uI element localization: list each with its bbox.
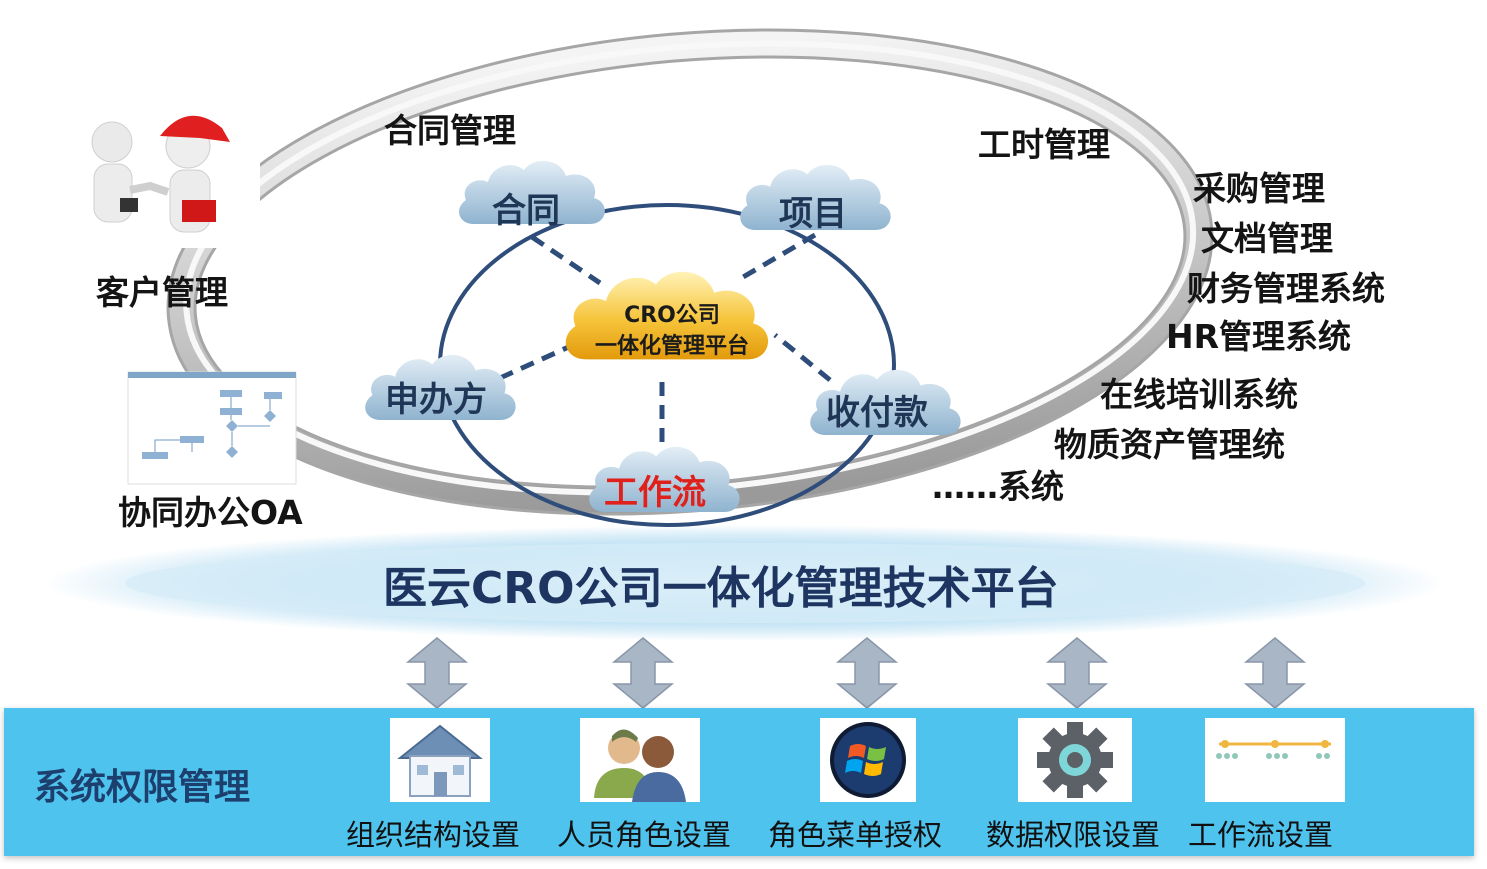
menu-auth-tile[interactable] [820,718,916,802]
system-item: 采购管理 [1193,169,1325,208]
gear-icon [1037,722,1113,798]
center-cloud-line2: 一体化管理平台 [594,334,749,359]
label-oa: 协同办公OA [118,493,303,532]
workflow-timeline-icon [1216,740,1331,759]
workflow-settings-label: 工作流设置 [1188,818,1334,852]
menu-auth-label: 角色菜单授权 [768,818,943,852]
connectors [498,232,832,448]
data-permission-label: 数据权限设置 [986,818,1161,852]
user-role-label: 人员角色设置 [557,818,732,852]
arrows [405,637,1307,709]
workflow-settings-tile[interactable] [1205,718,1345,802]
platform-title: 医云CRO公司一体化管理技术平台 [383,563,1059,614]
system-item: 物质资产管理统 [1054,425,1285,464]
center-cloud-line1: CRO公司 [624,303,720,328]
label-contract-mgmt: 合同管理 [384,111,516,150]
house-icon [397,724,483,797]
cloud-label-contract: 合同 [492,191,560,231]
label-customer-mgmt: 客户管理 [96,273,228,312]
oa-flowchart-icon [127,371,297,485]
org-structure-tile[interactable] [390,718,490,802]
system-item: 文档管理 [1201,219,1333,258]
user-role-tile[interactable] [580,718,700,802]
windows-logo-icon [830,722,906,798]
permission-panel-title: 系统权限管理 [34,767,251,808]
cloud-label-workflow: 工作流 [604,473,706,513]
users-icon [594,729,686,802]
system-item: 财务管理系统 [1187,269,1385,308]
system-item: ……系统 [932,467,1064,506]
system-item: HR管理系统 [1166,317,1352,356]
data-permission-tile[interactable] [1018,718,1132,802]
org-structure-label: 组织结构设置 [346,818,521,852]
system-item: 在线培训系统 [1100,375,1298,414]
label-timesheet-mgmt: 工时管理 [978,125,1110,164]
platform-cloud [45,525,1445,641]
handshake-icon [52,108,260,248]
cloud-label-payment: 收付款 [826,393,928,433]
cloud-label-project: 项目 [779,194,847,234]
cloud-label-sponsor: 申办方 [385,380,487,420]
